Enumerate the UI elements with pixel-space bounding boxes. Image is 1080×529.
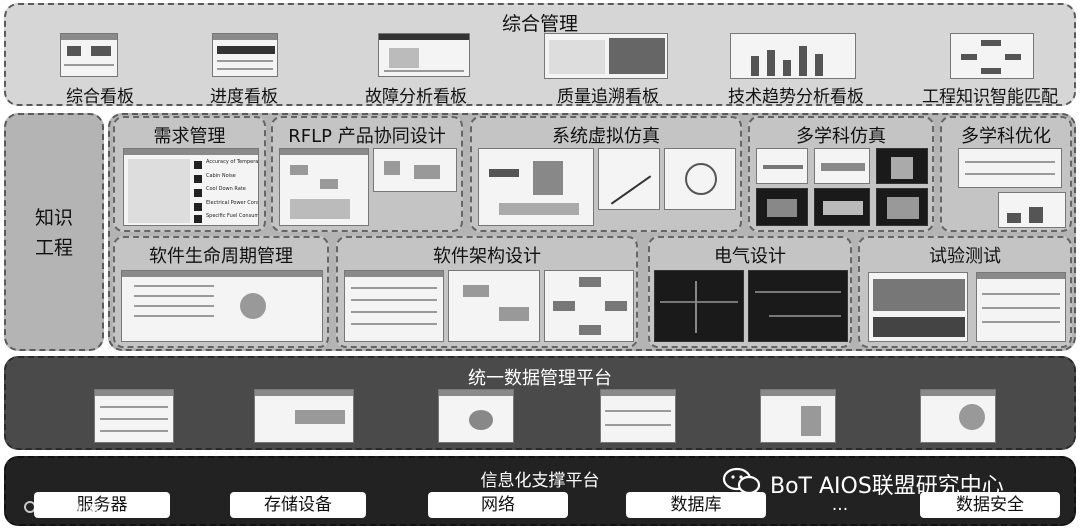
multidisciplinary-simulation-panel: 多学科仿真 <box>748 116 934 232</box>
fault-analysis-thumbnail <box>378 33 470 77</box>
network-item: 网络 <box>428 492 568 518</box>
storage-item: 存储设备 <box>230 492 366 518</box>
platform-screenshot-4 <box>600 389 676 443</box>
wechat-icon <box>722 466 762 496</box>
watermark-logo-icon <box>22 496 50 518</box>
progress-label: 进度看板 <box>194 82 294 107</box>
platform-screenshot-1 <box>94 389 174 443</box>
system-radar-screenshot <box>664 148 736 210</box>
software-architecture-panel: 软件架构设计 <box>336 236 638 348</box>
knowledge-label-line1: 知识 <box>6 203 102 230</box>
system-simulation-title: 系统虚拟仿真 <box>472 122 740 148</box>
knowledge-match-thumbnail <box>950 33 1034 79</box>
rflp-title: RFLP 产品协同设计 <box>273 122 461 148</box>
trend-analysis-thumbnail <box>730 33 856 79</box>
requirements-title: 需求管理 <box>115 122 264 148</box>
progress-thumbnail <box>212 33 278 77</box>
requirements-panel: 需求管理 Accuracy of TemperatureCabin NoiseC… <box>113 116 266 232</box>
dashboard-thumbnail <box>60 33 118 77</box>
corner-watermark: 大数据... <box>54 500 113 521</box>
comprehensive-management-title: 综合管理 <box>6 9 1074 36</box>
electrical-design-title: 电气设计 <box>650 242 850 268</box>
data-management-platform-title: 统一数据管理平台 <box>6 364 1074 390</box>
component-render <box>756 188 808 226</box>
structure-render <box>876 148 928 184</box>
mesh-render <box>876 188 928 226</box>
quality-trace-thumbnail <box>544 33 668 79</box>
multidisciplinary-optimization-panel: 多学科优化 <box>940 116 1072 232</box>
quality-trace-label: 质量追溯看板 <box>538 82 678 107</box>
trend-analysis-label: 技术趋势分析看板 <box>706 82 886 107</box>
multidisciplinary-optimization-title: 多学科优化 <box>942 122 1070 148</box>
data-management-platform-panel: 统一数据管理平台 <box>4 356 1076 450</box>
requirement-item: Specific Fuel Consumption <box>206 213 259 219</box>
software-lifecycle-panel: 软件生命周期管理 <box>113 236 329 348</box>
fault-analysis-label: 故障分析看板 <box>346 82 486 107</box>
aircraft-render <box>756 148 808 184</box>
software-lifecycle-screenshot <box>121 270 323 342</box>
platform-screenshot-2 <box>254 389 354 443</box>
platform-screenshot-3 <box>438 389 514 443</box>
system-simulation-panel: 系统虚拟仿真 <box>470 116 742 232</box>
architecture-tree-screenshot <box>544 270 634 342</box>
wiring-harness <box>748 270 848 342</box>
requirement-item: Cabin Noise <box>206 173 236 179</box>
testing-panel: 试验测试 <box>858 236 1072 348</box>
requirement-item: Cool Down Rate <box>206 186 246 192</box>
requirement-item: Electrical Power Consumption <box>206 200 259 206</box>
rflp-panel: RFLP 产品协同设计 <box>271 116 463 232</box>
electrical-schematic <box>654 270 744 342</box>
testing-title: 试验测试 <box>860 242 1070 268</box>
optimization-matrix <box>958 148 1062 188</box>
test-software <box>976 272 1066 342</box>
platform-screenshot-6 <box>920 389 996 443</box>
architecture-model-screenshot <box>448 270 540 342</box>
optimization-plots <box>998 192 1066 228</box>
test-equipment <box>868 272 968 342</box>
architecture-editor-screenshot <box>344 270 444 342</box>
wing-render <box>814 148 870 184</box>
knowledge-match-label: 工程知识智能匹配 <box>906 82 1074 107</box>
system-curve-screenshot <box>598 148 660 210</box>
knowledge-label-line2: 工程 <box>6 233 102 260</box>
rflp-diagram-screenshot <box>373 148 457 192</box>
knowledge-engineering-panel: 知识 工程 <box>4 113 104 351</box>
flow-render <box>814 188 870 226</box>
brand-watermark: BoT AIOS联盟研究中心 <box>770 468 1004 500</box>
dashboard-label: 综合看板 <box>50 82 150 107</box>
platform-screenshot-5 <box>760 389 836 443</box>
software-lifecycle-title: 软件生命周期管理 <box>115 242 327 268</box>
system-model-screenshot <box>478 148 594 226</box>
requirement-item: Accuracy of Temperature <box>206 159 259 165</box>
electrical-design-panel: 电气设计 <box>648 236 852 348</box>
software-architecture-title: 软件架构设计 <box>338 242 636 268</box>
rflp-screenshot <box>279 148 369 226</box>
multidisciplinary-simulation-title: 多学科仿真 <box>750 122 932 148</box>
comprehensive-management-panel: 综合管理 综合看板 进度看板 故障分析看板 质量追溯看板 技术趋势分析看板 工程… <box>4 3 1076 106</box>
